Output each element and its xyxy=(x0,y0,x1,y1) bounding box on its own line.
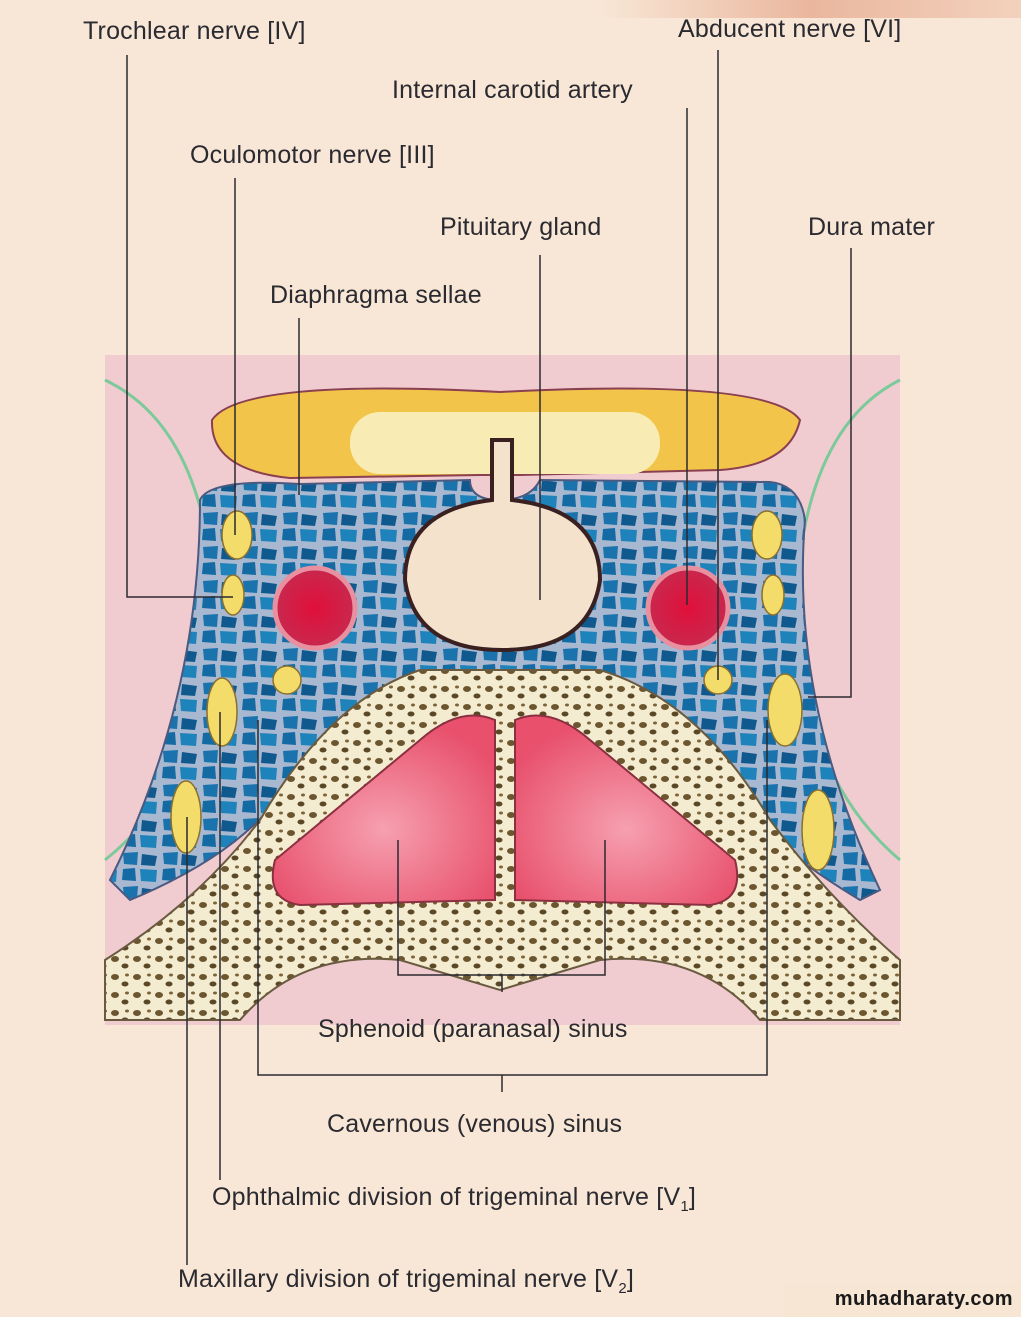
label-dura-mater: Dura mater xyxy=(808,213,936,241)
ophthalmic-subscript: 1 xyxy=(680,1198,689,1215)
label-maxillary-division: Maxillary division of trigeminal nerve [… xyxy=(178,1265,634,1297)
leader-lines xyxy=(126,50,852,1265)
label-abducent-nerve: Abducent nerve [VI] xyxy=(678,15,902,43)
maxillary-subscript: 2 xyxy=(618,1280,627,1297)
label-trochlear-nerve: Trochlear nerve [IV] xyxy=(83,17,306,45)
maxillary-bracket: ] xyxy=(626,1265,635,1293)
paper-tear-edge xyxy=(600,0,1021,18)
label-diaphragma-sellae: Diaphragma sellae xyxy=(270,281,482,309)
ophthalmic-text: Ophthalmic division of trigeminal nerve … xyxy=(212,1183,681,1211)
cranial-nerves xyxy=(170,510,835,871)
label-ophthalmic-division: Ophthalmic division of trigeminal nerve … xyxy=(212,1183,696,1215)
internal-carotid-left xyxy=(272,565,358,651)
sphenoid-sinus-left xyxy=(271,714,496,907)
label-sphenoid-sinus: Sphenoid (paranasal) sinus xyxy=(318,1015,628,1043)
label-pituitary-gland: Pituitary gland xyxy=(440,213,602,241)
label-cavernous-sinus: Cavernous (venous) sinus xyxy=(327,1110,623,1138)
maxillary-text: Maxillary division of trigeminal nerve [… xyxy=(178,1265,619,1293)
internal-carotid-right xyxy=(645,565,731,651)
label-internal-carotid-artery: Internal carotid artery xyxy=(392,76,633,104)
sphenoid-bone xyxy=(104,669,901,1021)
pituitary-gland xyxy=(402,438,603,653)
watermark: muhadharaty.com xyxy=(782,1282,1021,1317)
ophthalmic-bracket: ] xyxy=(688,1183,697,1211)
label-oculomotor-nerve: Oculomotor nerve [III] xyxy=(190,141,435,169)
sphenoid-sinus-right xyxy=(514,714,739,907)
